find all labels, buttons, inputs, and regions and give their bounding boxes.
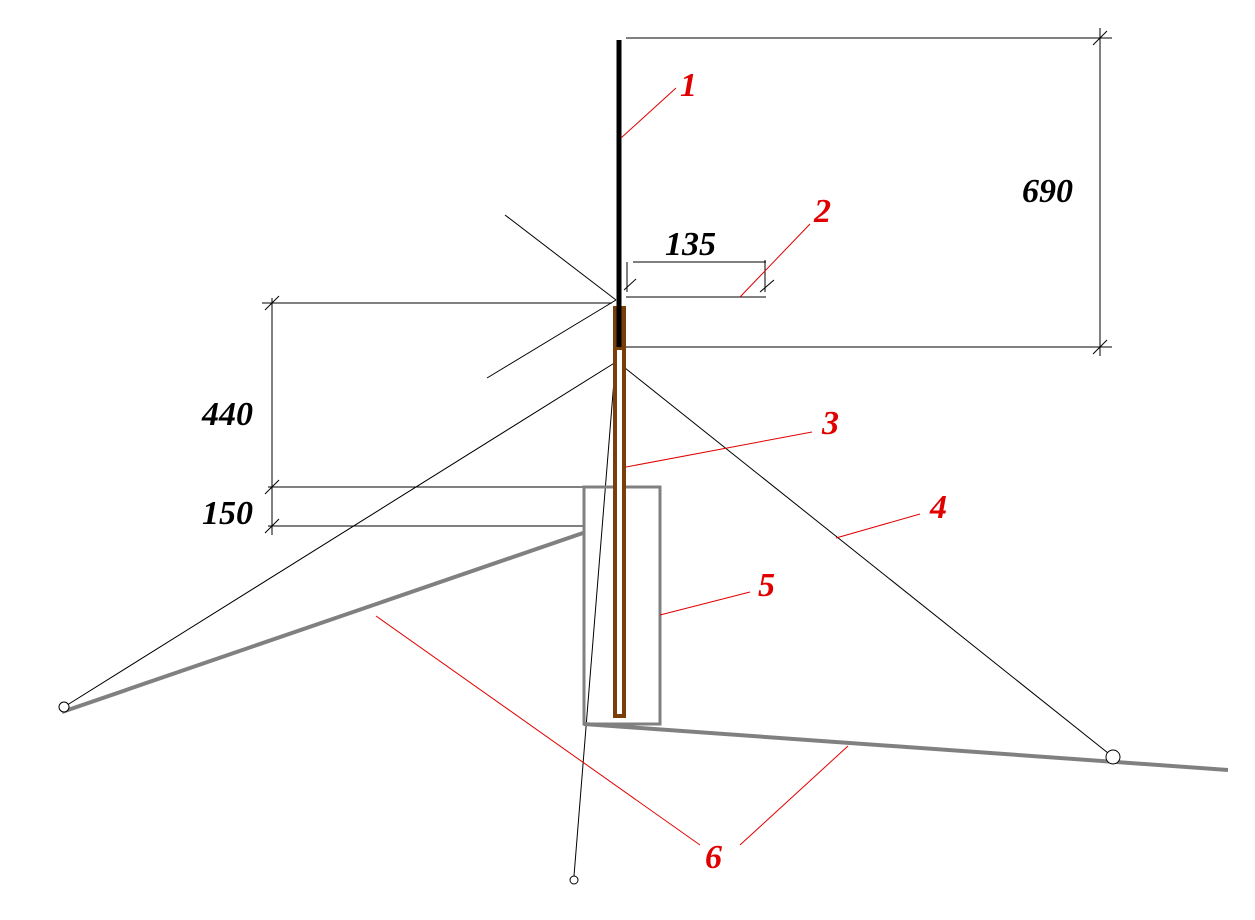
anchor-left [58,701,70,713]
mast-pipe [613,306,626,718]
callouts: 1 2 3 4 5 6 [375,67,947,876]
guy-wires [63,361,1114,877]
strut [61,531,584,714]
dimension-135: 135 [623,226,775,298]
anchors [58,701,1121,885]
dimension-150-label: 150 [202,495,253,532]
ground-line [583,722,1229,772]
callout-3: 3 [821,405,839,442]
radials [486,214,617,379]
dimension-690: 690 [626,28,1112,356]
callout-4: 4 [929,489,947,526]
callout-6: 6 [705,839,722,876]
callout-1: 1 [680,67,697,104]
dimension-440-label: 440 [201,396,253,433]
dimension-135-label: 135 [665,226,716,263]
anchor-right [1105,749,1121,765]
dimension-440-150: 440 150 [201,295,612,535]
anchor-bottom [569,875,579,885]
dimension-690-label: 690 [1022,173,1073,210]
callout-2: 2 [813,193,831,230]
callout-5: 5 [758,567,775,604]
